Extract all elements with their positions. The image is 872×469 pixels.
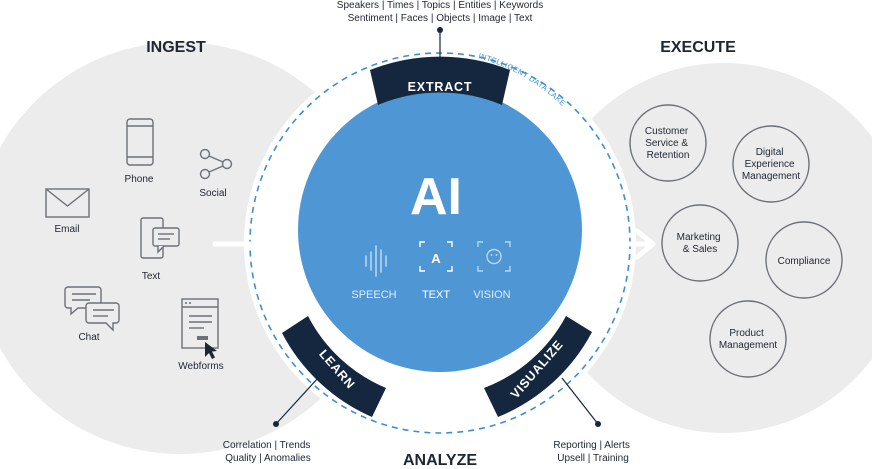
text-label: TEXT [422,289,450,301]
webform-icon [181,298,219,349]
webform-dot-2 [189,302,191,304]
compliance-label: Compliance [778,256,831,267]
marketing-sales-label: Marketing & Sales [677,232,724,255]
extract-caption-line2: Sentiment | Faces | Objects | Image | Te… [348,13,533,24]
product-management-label: Product Management [719,328,778,351]
ai-core [298,88,582,372]
digital-experience-circle [732,125,810,203]
email-envelope-icon [45,188,90,218]
speech-waveform-icon [365,245,387,277]
product-management-circle [709,300,787,378]
marketing-sales-circle [661,204,739,282]
text-scan-icon [419,241,453,272]
analyze-title: ANALYZE [403,452,477,469]
digital-experience-label: Digital Experience Management [742,147,801,182]
ai-title: AI [410,168,462,226]
extract-label: EXTRACT [408,80,473,94]
webform-dot-1 [185,302,187,304]
webforms-label: Webforms [178,361,223,372]
learn-band [282,316,386,417]
email-label: Email [54,224,79,235]
text-message-icon [140,217,180,259]
phone-label: Phone [125,174,154,185]
social-share-icon [199,148,233,180]
visualize-band [484,316,592,417]
extract-band [370,56,510,105]
execute-circle [539,63,872,433]
social-label: Social [199,188,226,199]
compliance-circle [765,221,843,299]
text-source-label: Text [142,271,161,282]
phone-icon [126,118,154,166]
customer-service-label: Customer Service & Retention [645,126,691,161]
execute-arrow-icon [585,228,656,260]
learn-connector [275,377,319,425]
chat-bubbles-icon [64,286,120,332]
visualize-connector-dot [595,421,601,427]
cursor-arrow-icon [205,342,217,359]
vision-eye-right [495,254,498,256]
visualize-caption: Reporting | Alerts Upsell | Training [553,440,632,464]
learn-connector-dot [273,421,279,427]
execute-title: EXECUTE [660,39,736,56]
vision-label: VISION [473,289,510,301]
vision-eye-left [490,254,493,256]
text-scan-glyph: A [431,251,441,266]
chat-label: Chat [78,332,99,343]
customer-service-circle [629,104,707,182]
ingest-arrow-icon [212,228,286,260]
extract-connector-dot [437,27,443,33]
webform-submit [197,336,208,340]
vision-face-icon [477,241,511,272]
extract-caption-line1: Speakers | Times | Topics | Entities | K… [337,0,543,11]
ingest-title: INGEST [146,39,206,56]
visualize-connector [561,377,599,425]
speech-label: SPEECH [351,289,396,301]
learn-caption: Correlation | Trends Quality | Anomalies [223,440,313,464]
